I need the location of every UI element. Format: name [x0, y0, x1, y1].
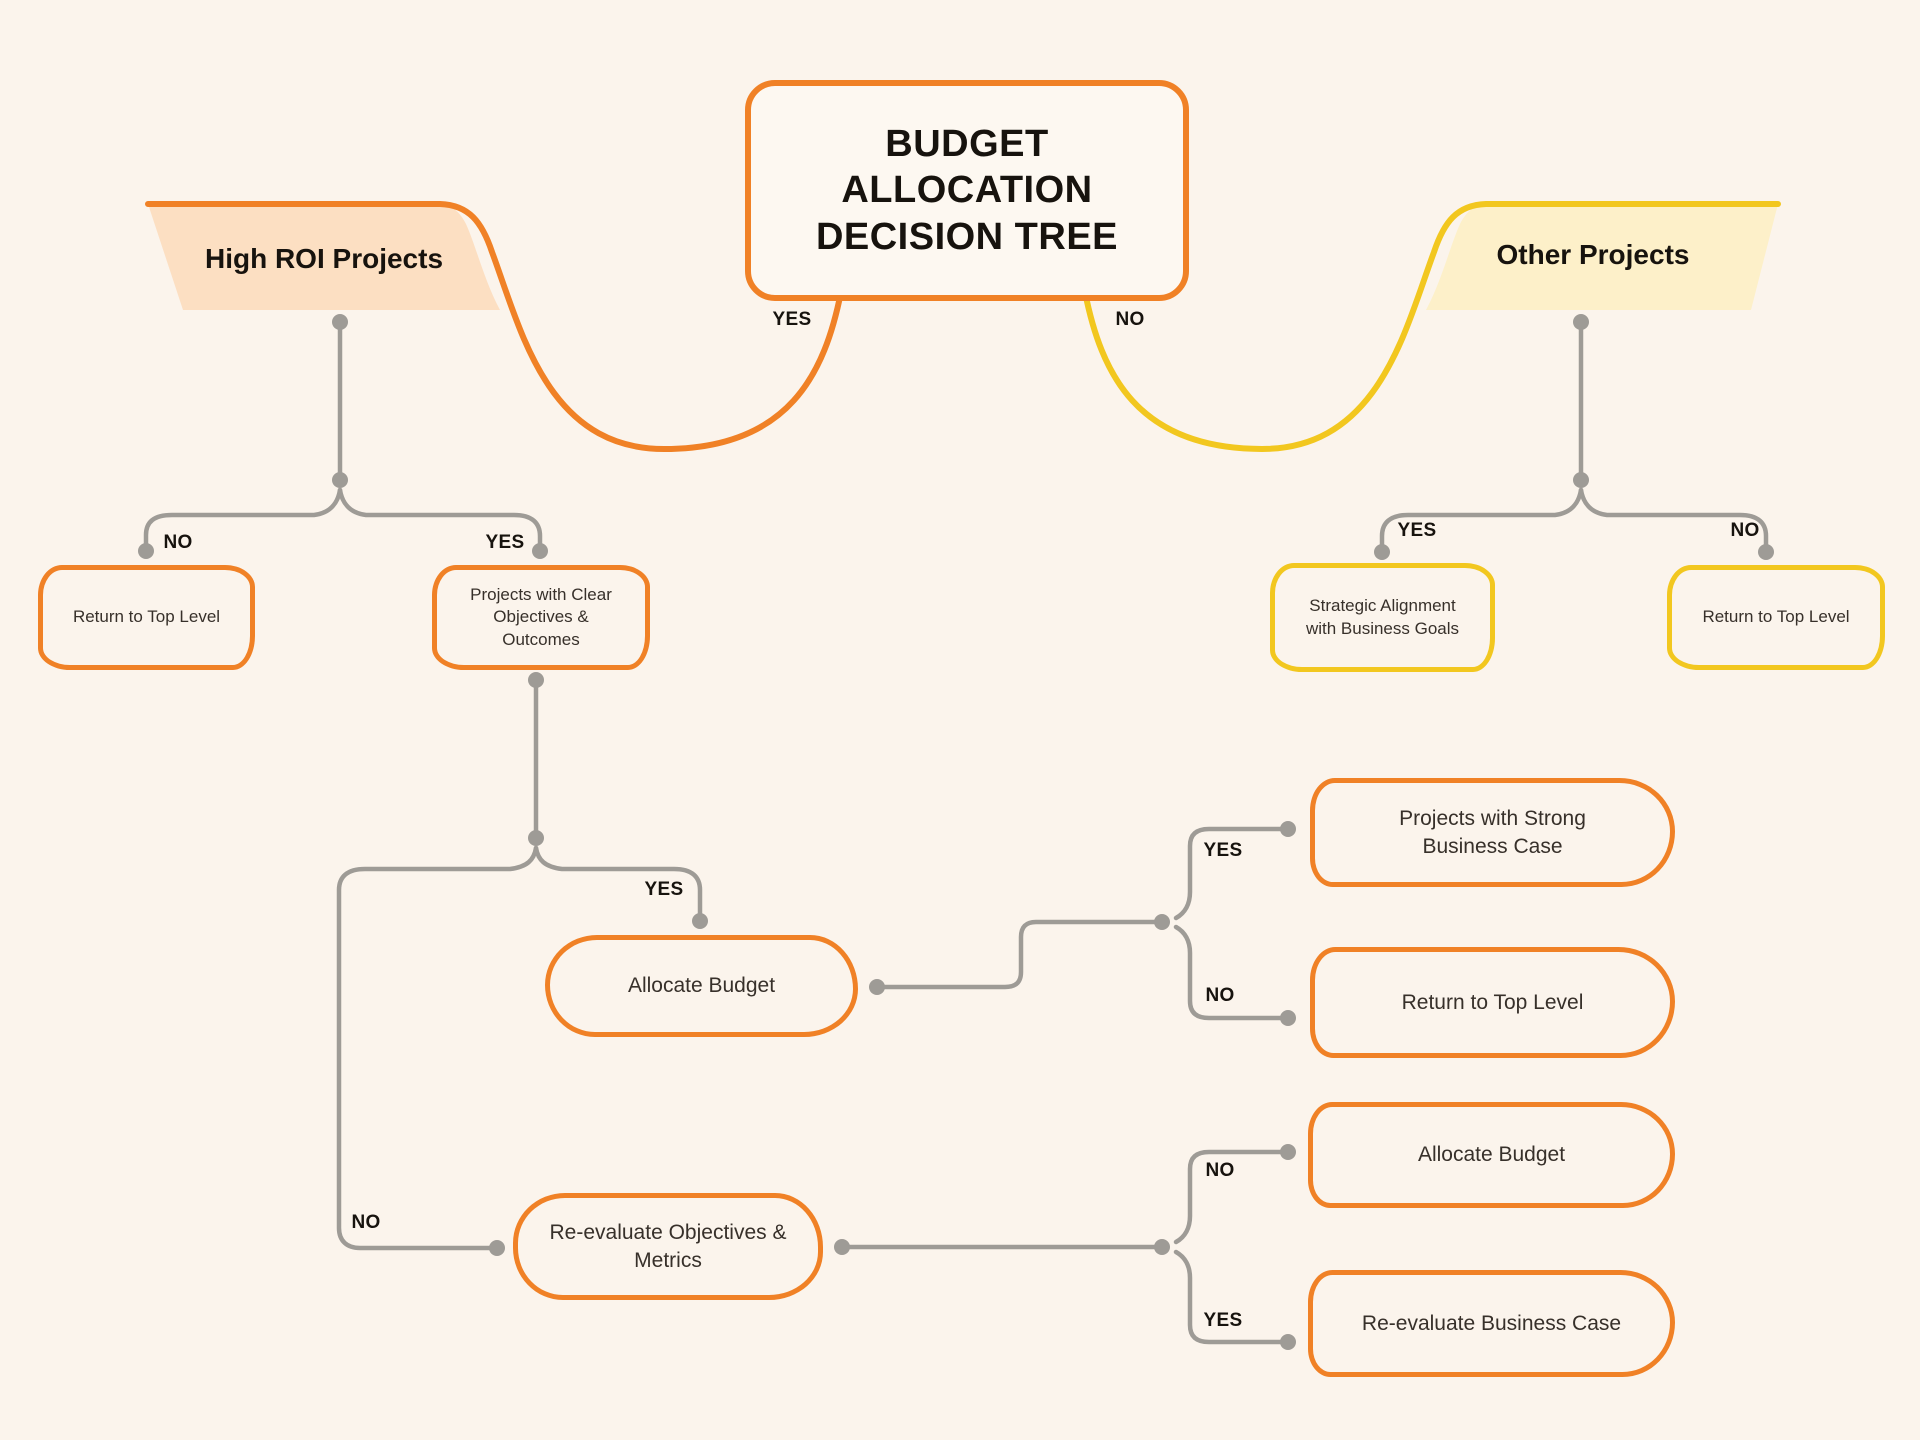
connector-dots — [138, 314, 1774, 1350]
node-allocate-budget-right: Allocate Budget — [1308, 1102, 1675, 1208]
high-roi-split-left — [143, 487, 343, 550]
title-line-2: ALLOCATION — [841, 169, 1093, 212]
node-label: Return to Top Level — [72, 607, 221, 627]
yes-branch-curve — [145, 201, 844, 453]
other-yes-label: YES — [1397, 520, 1437, 541]
allocate-budget-link — [876, 919, 1161, 990]
reevaluate-no-label: NO — [1205, 1160, 1235, 1181]
reevaluate-yes-label: YES — [1203, 1310, 1243, 1331]
title-box: BUDGET ALLOCATION DECISION TREE — [745, 80, 1189, 301]
high-roi-no-label: NO — [163, 532, 193, 553]
root-no-label: NO — [1115, 309, 1145, 330]
node-label: Projects with Clear Objectives & Outcome… — [470, 585, 612, 649]
clear-objectives-split-yes — [533, 845, 703, 921]
other-projects-header: Other Projects — [1496, 239, 1690, 270]
gray-connectors — [143, 323, 1769, 1345]
other-no-label: NO — [1730, 520, 1760, 541]
clear-objectives-no-label: NO — [351, 1212, 381, 1233]
node-strong-business-case: Projects with Strong Business Case — [1310, 778, 1675, 887]
title-line-3: DECISION TREE — [815, 215, 1119, 258]
allocate-no-label: NO — [1205, 985, 1235, 1006]
clear-objectives-yes-label: YES — [644, 879, 684, 900]
node-strategic-alignment: Strategic Alignment with Business Goals — [1270, 563, 1495, 672]
node-clear-objectives: Projects with Clear Objectives & Outcome… — [432, 565, 650, 670]
no-branch-curve — [1082, 201, 1781, 453]
high-roi-split-right — [337, 487, 543, 550]
node-label: Return to Top Level — [1702, 607, 1850, 627]
node-allocate-budget: Allocate Budget — [545, 935, 858, 1037]
reevaluate-brace-no — [1173, 1149, 1287, 1245]
allocate-brace-yes — [1173, 826, 1287, 921]
node-label: Return to Top Level — [1401, 990, 1584, 1014]
node-return-top-level-right: Return to Top Level — [1667, 565, 1885, 670]
clear-objectives-split-no — [336, 845, 539, 1251]
title-line-1: BUDGET — [885, 122, 1049, 165]
root-yes-label: YES — [772, 309, 812, 330]
other-split-left — [1379, 487, 1584, 551]
reevaluate-brace-yes — [1173, 1249, 1287, 1345]
high-roi-yes-label: YES — [485, 532, 525, 553]
node-label: Allocate Budget — [627, 974, 776, 998]
allocate-yes-label: YES — [1203, 840, 1243, 861]
node-reevaluate-objectives: Re-evaluate Objectives & Metrics — [513, 1193, 823, 1300]
node-label: Strategic Alignment with Business Goals — [1305, 596, 1460, 638]
node-label: Allocate Budget — [1417, 1143, 1566, 1167]
node-label: Projects with Strong Business Case — [1399, 807, 1586, 858]
node-return-top-level-mid: Return to Top Level — [1310, 947, 1675, 1058]
allocate-brace-no — [1173, 924, 1287, 1021]
node-reevaluate-business-case: Re-evaluate Business Case — [1308, 1270, 1675, 1377]
high-roi-shape-fill — [148, 204, 500, 310]
other-split-right — [1578, 487, 1769, 551]
node-label: Re-evaluate Objectives & Metrics — [549, 1221, 787, 1272]
other-projects-shape-fill — [1426, 204, 1778, 310]
node-label: Re-evaluate Business Case — [1361, 1311, 1622, 1335]
node-return-top-level-left: Return to Top Level — [38, 565, 255, 670]
high-roi-header: High ROI Projects — [204, 243, 444, 274]
